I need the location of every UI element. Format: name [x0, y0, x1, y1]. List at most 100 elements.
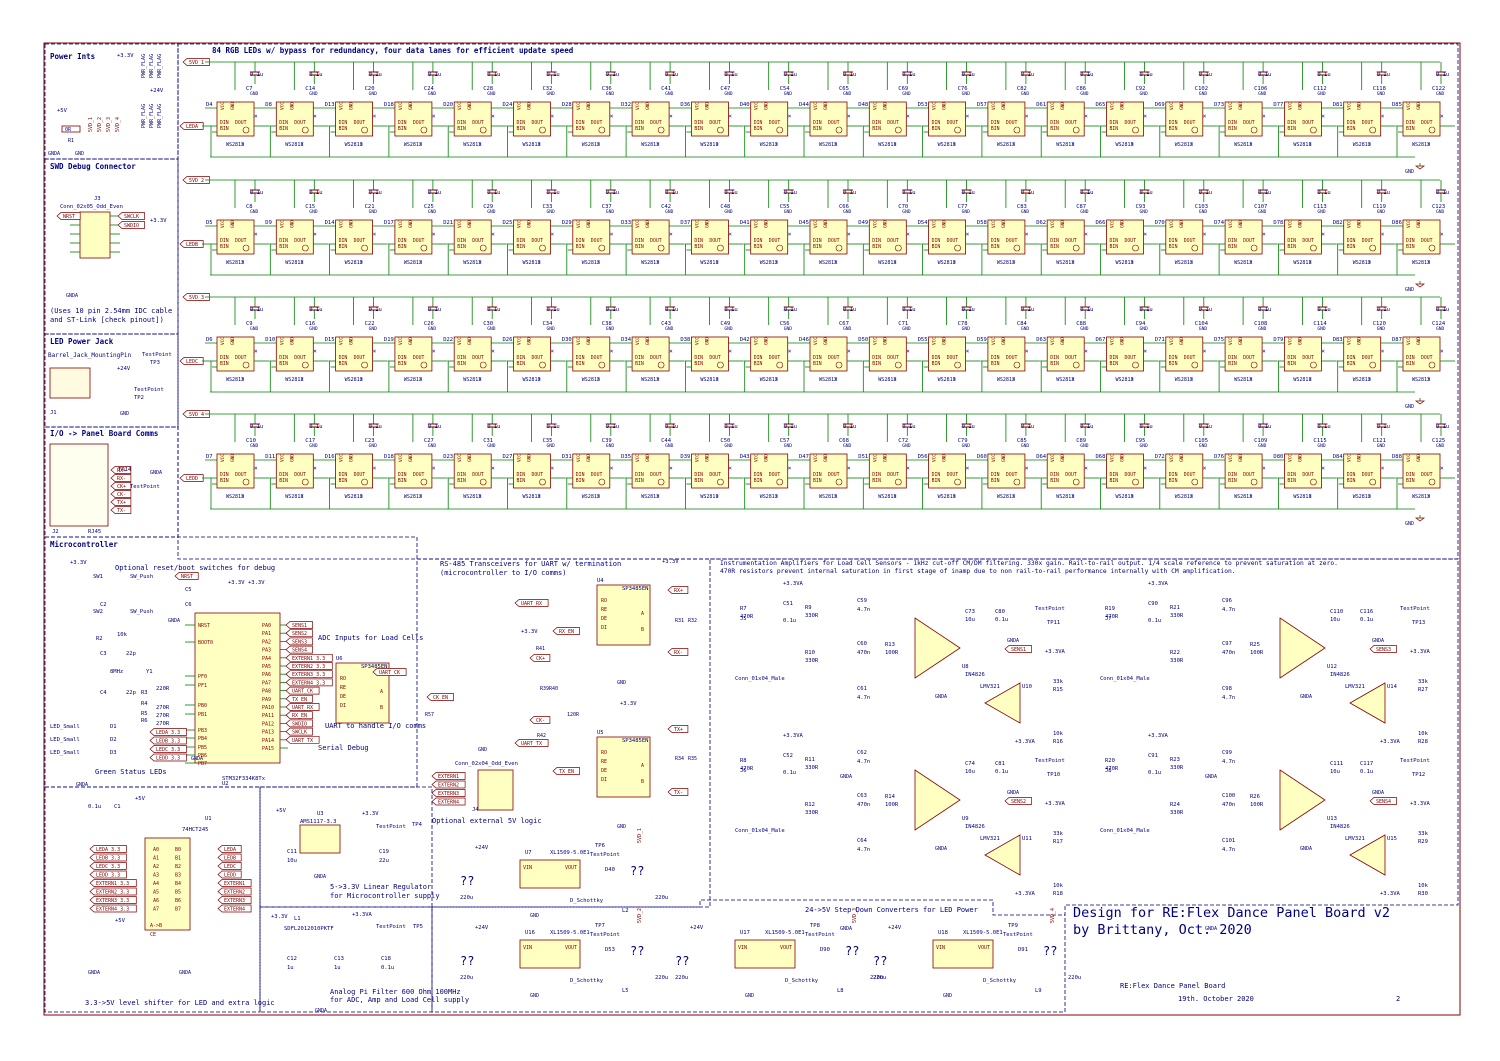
ia-rg: R14: [885, 794, 896, 800]
led-pin-din: DIN: [576, 355, 585, 361]
no-connect: ×: [597, 493, 601, 500]
cap-value: 0.1u: [843, 72, 856, 78]
shifter-dir: A->B: [150, 923, 162, 929]
shifter-ce: CE: [150, 932, 156, 938]
r2-ref: R2: [96, 636, 103, 642]
no-connect: ×: [788, 231, 792, 238]
cap-value: 0.1u: [1080, 72, 1093, 78]
led-pin-bin: BIN: [1050, 478, 1059, 484]
led-ref: D73: [1214, 102, 1224, 108]
led-body: [335, 336, 374, 372]
led-pin-vcc: VCC: [279, 337, 285, 345]
led-rgb-mark: [361, 478, 368, 486]
no-connect: ×: [1144, 113, 1148, 120]
led-body: [216, 336, 255, 372]
ia-c47a-val: 4.7n: [857, 759, 870, 765]
ia-r330a-val: 330R: [1170, 613, 1184, 619]
c5-ref: C5: [185, 587, 192, 593]
led-pin-bin: BIN: [754, 361, 763, 367]
led-pin-bin: BIN: [932, 361, 941, 367]
shifter-pin-a: A3: [153, 873, 159, 879]
led-pin-vcc: VCC: [339, 454, 345, 462]
led-pin-bin: BIN: [457, 244, 466, 250]
buck-cap-out: 220u: [870, 975, 883, 981]
cap-ref: C88: [1076, 321, 1086, 327]
ia-c47a-val: 4.7n: [857, 607, 870, 613]
shifter-out-text: EXTERN3: [224, 898, 245, 904]
cap-value: 0.1u: [724, 72, 737, 78]
led-pin-din: DIN: [635, 472, 644, 478]
buck-ref: U16: [525, 930, 535, 936]
no-connect: ×: [1012, 493, 1016, 500]
led-part: WS2813: [1412, 494, 1430, 500]
buck-cap-out: 220u: [1068, 975, 1081, 981]
cap-gnd: GND: [1021, 209, 1030, 215]
led-body: [1402, 453, 1441, 489]
gnda: GNDA: [48, 151, 60, 157]
led-ref: D57: [977, 102, 987, 108]
rail-24: +24V: [150, 88, 164, 94]
led-pin-dout: DOUT: [294, 238, 306, 244]
led-ref: D21: [443, 220, 453, 226]
cap-value: 0.1u: [606, 72, 619, 78]
cap-ref: C43: [661, 321, 671, 327]
mcu-net: [285, 629, 313, 638]
led-pin-vcc: VCC: [398, 337, 404, 345]
no-connect: ×: [478, 141, 482, 148]
ia-r10k: R16: [1053, 739, 1063, 745]
buck-cap-unknown-in: ??: [873, 954, 887, 968]
led-pin-dout: DOUT: [828, 355, 840, 361]
led-part: WS2813: [226, 260, 244, 266]
led-pin-dout: DOUT: [1065, 355, 1077, 361]
rs-rxp: [667, 586, 689, 594]
led-rgb-mark: [954, 478, 961, 486]
led-part: WS2813: [523, 494, 541, 500]
led-body: [868, 219, 907, 255]
led-pin-vcc: VCC: [1406, 220, 1412, 228]
led-ref: D55: [918, 337, 928, 343]
no-connect: ×: [906, 348, 910, 355]
cap-ref: C72: [898, 438, 908, 444]
cap-gnd: GND: [250, 443, 259, 449]
r32: R32: [688, 618, 697, 624]
led-ref: D71: [1155, 337, 1165, 343]
led-rgb-mark: [894, 126, 902, 134]
rj45-body: [49, 443, 109, 527]
led-body: [1284, 101, 1322, 137]
led-part: WS2813: [1056, 377, 1074, 383]
buck-tp: TP6: [595, 843, 605, 849]
no-connect: ×: [432, 465, 436, 472]
led-pin-bin: BIN: [813, 126, 822, 132]
ia-cin: C52: [783, 753, 793, 759]
rj45-net-text: RX-: [117, 476, 126, 482]
buck-body: [519, 859, 581, 889]
buck-pin-vout: VOUT: [565, 865, 577, 871]
no-connect: ×: [728, 231, 732, 238]
led-rgb-mark: [657, 478, 665, 486]
ia-33a-b: +3.3VA: [1045, 649, 1066, 655]
led-pin-bin: BIN: [872, 126, 881, 132]
rs-ck-en: [426, 693, 454, 701]
cap-ref: C15: [305, 204, 315, 210]
no-connect: ×: [906, 465, 910, 472]
ia-triangle: [914, 617, 961, 679]
cap-value: 0.1u: [1021, 424, 1034, 430]
led-pin-dout: DOUT: [1243, 238, 1255, 244]
ia-ref: U8: [962, 664, 969, 670]
shifter-pin-b: B6: [175, 898, 181, 904]
cap-gnd: GND: [1377, 91, 1386, 97]
led-rgb-mark: [301, 478, 309, 486]
ia-33a-b: +3.3VA: [1410, 649, 1431, 655]
jack-tp3: TP3: [150, 360, 160, 366]
led-part: WS2813: [997, 142, 1015, 148]
led-rgb-mark: [242, 244, 250, 252]
led-body: [572, 453, 611, 489]
shifter-in: [89, 862, 127, 870]
cap-ref: C57: [780, 438, 790, 444]
led-pin-bin: BIN: [813, 478, 822, 484]
shifter-out-text: LEDD: [224, 873, 236, 879]
ia-r-in: R20: [1105, 758, 1115, 764]
gnd-symbol: [1414, 283, 1426, 288]
cap-value: 0.1u: [428, 190, 441, 196]
